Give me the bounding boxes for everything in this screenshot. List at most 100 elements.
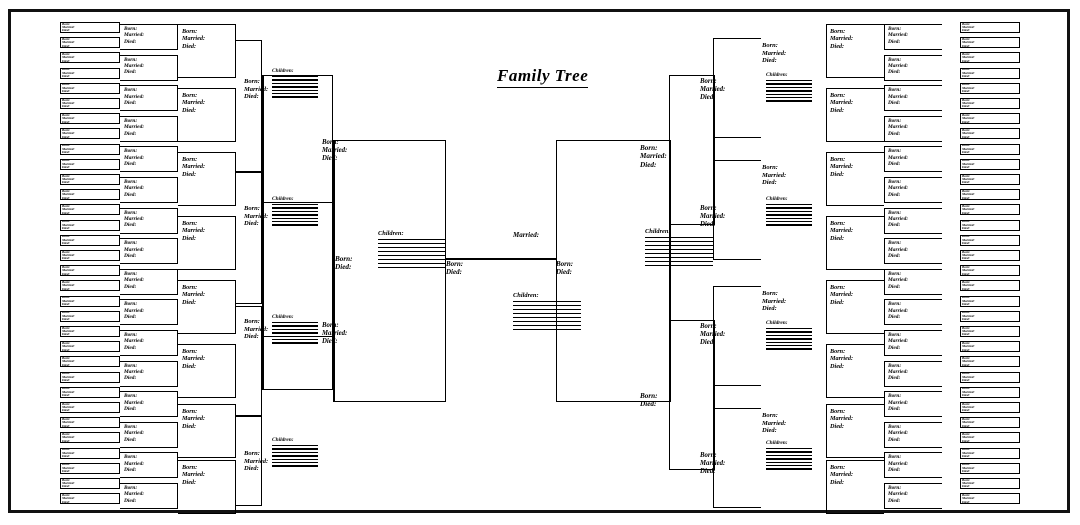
right-gen6-bracket-3 — [884, 115, 942, 142]
left-leaf-fields-21: Born:Married:Died: — [62, 340, 75, 352]
left-leaf-fields-12: Born:Married:Died: — [62, 203, 75, 215]
field-died: Died: — [182, 234, 197, 242]
field-died: Died: — [830, 478, 845, 486]
field-died: Died: — [888, 99, 901, 106]
left-gen6-bracket-5 — [120, 177, 178, 203]
right-gen3-fields-b: Born:Married:Died: — [700, 323, 725, 347]
left-leaf-fields-0: Born:Married:Died: — [62, 21, 75, 33]
field-died: Died: — [124, 405, 137, 412]
field-born: Born: — [830, 28, 846, 35]
left-gen4-bracket-c — [236, 306, 262, 416]
left-gen4-children-d: Children: — [272, 437, 318, 469]
field-born: Born: — [244, 450, 260, 457]
field-married: Married: — [182, 415, 206, 423]
field-born: Born: — [762, 42, 778, 49]
field-died: Died: — [322, 338, 338, 346]
field-born: Born: — [830, 220, 846, 227]
right-gen5-fields-1: Born:Married:Died: — [830, 92, 853, 114]
left-leaf-box-28 — [60, 447, 120, 459]
field-married: Married: — [322, 147, 348, 155]
right-leaf-box-14 — [960, 234, 1020, 246]
field-born: Born: — [830, 348, 846, 355]
left-leaf-fields-4: Born:Married:Died: — [62, 82, 75, 94]
right-leaf-fields-3: Born:Married:Died: — [962, 67, 975, 78]
left-leaf-box-21 — [60, 341, 120, 353]
left-leaf-box-2 — [60, 52, 120, 64]
right-gen4-bracket-c — [713, 286, 761, 386]
field-died: Died: — [888, 252, 901, 259]
right-gen5-bracket-4 — [826, 280, 884, 334]
right-leaf-box-11 — [960, 189, 1020, 201]
field-died: Died: — [124, 344, 137, 351]
left-gen3-spine-b — [262, 202, 264, 390]
right-leaf-fields-20: Born:Married:Died: — [962, 325, 975, 337]
right-gen6-fields-15: Born:Married:Died: — [888, 485, 908, 504]
left-gen5-bracket-4 — [178, 280, 236, 334]
field-married: Married: — [888, 124, 909, 131]
left-leaf-box-5 — [60, 98, 120, 109]
field-died: Died: — [244, 333, 259, 341]
field-married: Married: — [762, 49, 787, 57]
left-gen5-fields-4: Born:Married:Died: — [182, 284, 205, 306]
field-married: Married: — [124, 124, 145, 131]
left-gen5-bracket-2 — [178, 152, 236, 206]
field-born: Born: — [124, 56, 138, 63]
field-married: Married: — [762, 297, 787, 305]
field-died: Died: — [124, 497, 137, 504]
field-married: Married: — [888, 93, 909, 100]
right-leaf-box-5 — [960, 98, 1020, 109]
field-born: Born: — [888, 454, 902, 461]
right-leaf-fields-26: Born:Married:Died: — [962, 416, 975, 428]
field-died: Died: — [124, 38, 137, 45]
field-married: Married: — [244, 457, 269, 465]
left-gen6-bracket-14 — [120, 452, 178, 479]
children-label: Children: — [766, 196, 788, 202]
right-leaf-box-19 — [960, 310, 1020, 322]
field-died: Died: — [124, 375, 137, 382]
field-married: Married: — [244, 325, 269, 333]
left-gen5-bracket-0 — [178, 24, 236, 78]
right-leaf-box-4 — [960, 82, 1020, 94]
field-married: Married: — [700, 86, 725, 94]
right-gen4-fields-d: Born:Married:Died: — [762, 412, 786, 435]
children-rule-lines — [272, 322, 318, 344]
right-leaf-box-18 — [960, 295, 1020, 307]
right-leaf-fields-18: Born:Married:Died: — [962, 295, 975, 306]
right-leaf-box-31 — [960, 493, 1020, 505]
left-gen3-bracket-b — [262, 202, 333, 390]
left-leaf-box-30 — [60, 478, 120, 489]
children-rule-lines — [766, 448, 812, 470]
right-gen4-children-a: Children: — [766, 72, 812, 104]
field-born: Born: — [830, 156, 846, 163]
field-died: Died: — [762, 427, 777, 435]
left-gen6-fields-15: Born:Married:Died: — [124, 485, 144, 504]
field-born: Born: — [700, 205, 717, 212]
left-leaf-box-17 — [60, 280, 120, 292]
right-gen5-bracket-0 — [826, 24, 884, 78]
children-rule-lines — [766, 328, 812, 350]
left-leaf-box-9 — [60, 158, 120, 170]
field-born: Born: — [888, 117, 902, 124]
field-married: Married: — [244, 212, 269, 220]
field-born: Born: — [888, 87, 902, 94]
left-gen5-fields-5: Born:Married:Died: — [182, 348, 205, 370]
left-gen5-bracket-7 — [178, 460, 236, 514]
field-born: Born: — [182, 28, 198, 35]
left-gen6-fields-6: Born:Married:Died: — [124, 210, 144, 229]
field-died: Died: — [830, 234, 845, 242]
left-leaf-box-23 — [60, 371, 120, 383]
left-leaf-box-14 — [60, 234, 120, 246]
left-leaf-box-20 — [60, 326, 120, 337]
right-leaf-box-24 — [960, 386, 1020, 398]
right-leaf-box-23 — [960, 371, 1020, 383]
right-gen6-bracket-15 — [884, 483, 942, 509]
right-gen5-fields-2: Born:Married:Died: — [830, 156, 853, 178]
field-married: Married: — [762, 171, 787, 179]
right-gen6-bracket-10 — [884, 330, 942, 356]
right-leaf-box-30 — [960, 478, 1020, 489]
right-gen6-fields-9: Born:Married:Died: — [888, 301, 908, 320]
field-married: Married: — [888, 185, 909, 192]
field-died: Died: — [124, 314, 137, 321]
field-married: Married: — [830, 35, 854, 43]
right-leaf-fields-25: Born:Married:Died: — [962, 401, 975, 413]
